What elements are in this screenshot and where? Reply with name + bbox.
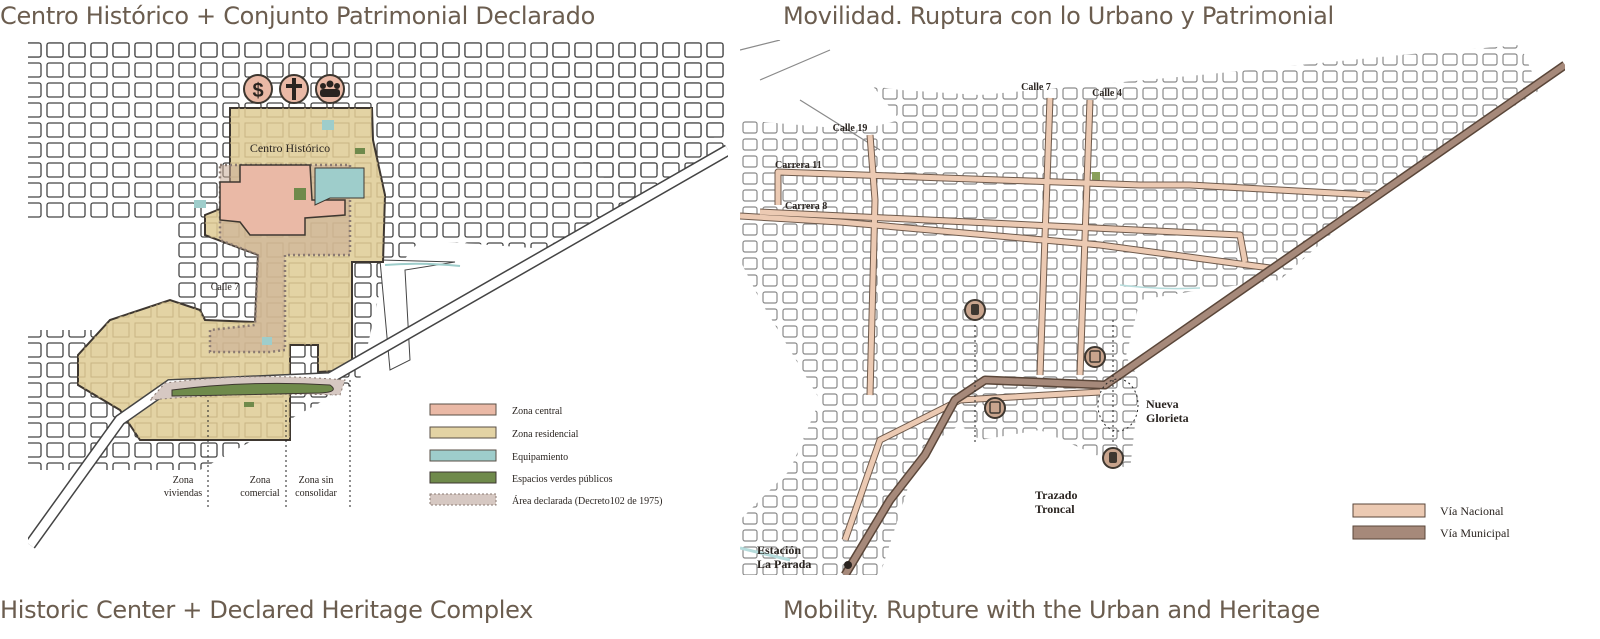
svg-text:$: $ [252, 80, 263, 102]
right-legend: Vía Nacional Vía Municipal [1352, 503, 1510, 540]
label-carrera8: Carrera 8 [785, 201, 827, 212]
label-zona-sin-consolidar: Zona sin [299, 475, 334, 486]
label-zona-comercial: Zona [250, 475, 271, 486]
right-map: Calle 19 Calle 7 Calle 4 Carrera 11 Carr… [740, 40, 1565, 575]
label-calle19: Calle 19 [833, 123, 868, 134]
people-icon [315, 74, 345, 104]
legend-equipamiento: Equipamiento [512, 452, 568, 463]
label-nueva-glorieta-2: Glorieta [1146, 411, 1189, 425]
hand-stop-icon [1102, 447, 1124, 469]
label-trazado-troncal: Trazado [1035, 488, 1077, 502]
cross-icon [279, 74, 309, 104]
label-la-parada: La Parada [757, 557, 811, 571]
left-legend: Zona central Zona residencial Equipamien… [429, 403, 662, 507]
label-zona-viviendas-2: viviendas [164, 488, 202, 499]
legend-zona-central: Zona central [512, 406, 562, 417]
label-estacion: Estación [757, 543, 801, 557]
label-calle7: Calle 7 [211, 282, 240, 293]
legend-via-municipal: Vía Municipal [1440, 526, 1510, 540]
legend-area-declarada: Área declarada (Decreto102 de 1975) [512, 495, 662, 507]
zona-central [219, 164, 346, 236]
label-carrera11: Carrera 11 [775, 160, 822, 171]
label-nueva-glorieta: Nueva [1146, 397, 1179, 411]
legend-via-nacional: Vía Nacional [1440, 504, 1504, 518]
legend-zona-residencial: Zona residencial [512, 429, 579, 440]
label-trazado-troncal-2: Troncal [1035, 502, 1075, 516]
label-calle4: Calle 4 [1092, 88, 1122, 99]
legend-espacios-verdes: Espacios verdes públicos [512, 474, 613, 485]
left-title-en: Historic Center + Declared Heritage Comp… [0, 596, 534, 624]
espacio-verde [171, 382, 334, 397]
right-title-es: Movilidad. Ruptura con lo Urbano y Patri… [783, 2, 1334, 30]
label-calle7: Calle 7 [1021, 82, 1051, 93]
label-centro-historico: Centro Histórico [250, 141, 330, 155]
left-map: Centro Histórico Calle 7 Zona viviendas … [28, 40, 728, 549]
right-title-en: Mobility. Rupture with the Urban and Her… [783, 596, 1321, 624]
dollar-icon: $ [243, 74, 273, 104]
label-zona-comercial-2: comercial [240, 488, 280, 499]
bus-icon [984, 397, 1006, 419]
label-zona-viviendas: Zona [173, 475, 194, 486]
hand-stop-icon [964, 299, 986, 321]
left-title-es: Centro Histórico + Conjunto Patrimonial … [0, 2, 595, 30]
label-zona-sin-consolidar-2: consolidar [295, 488, 337, 499]
bus-icon [1084, 346, 1106, 368]
